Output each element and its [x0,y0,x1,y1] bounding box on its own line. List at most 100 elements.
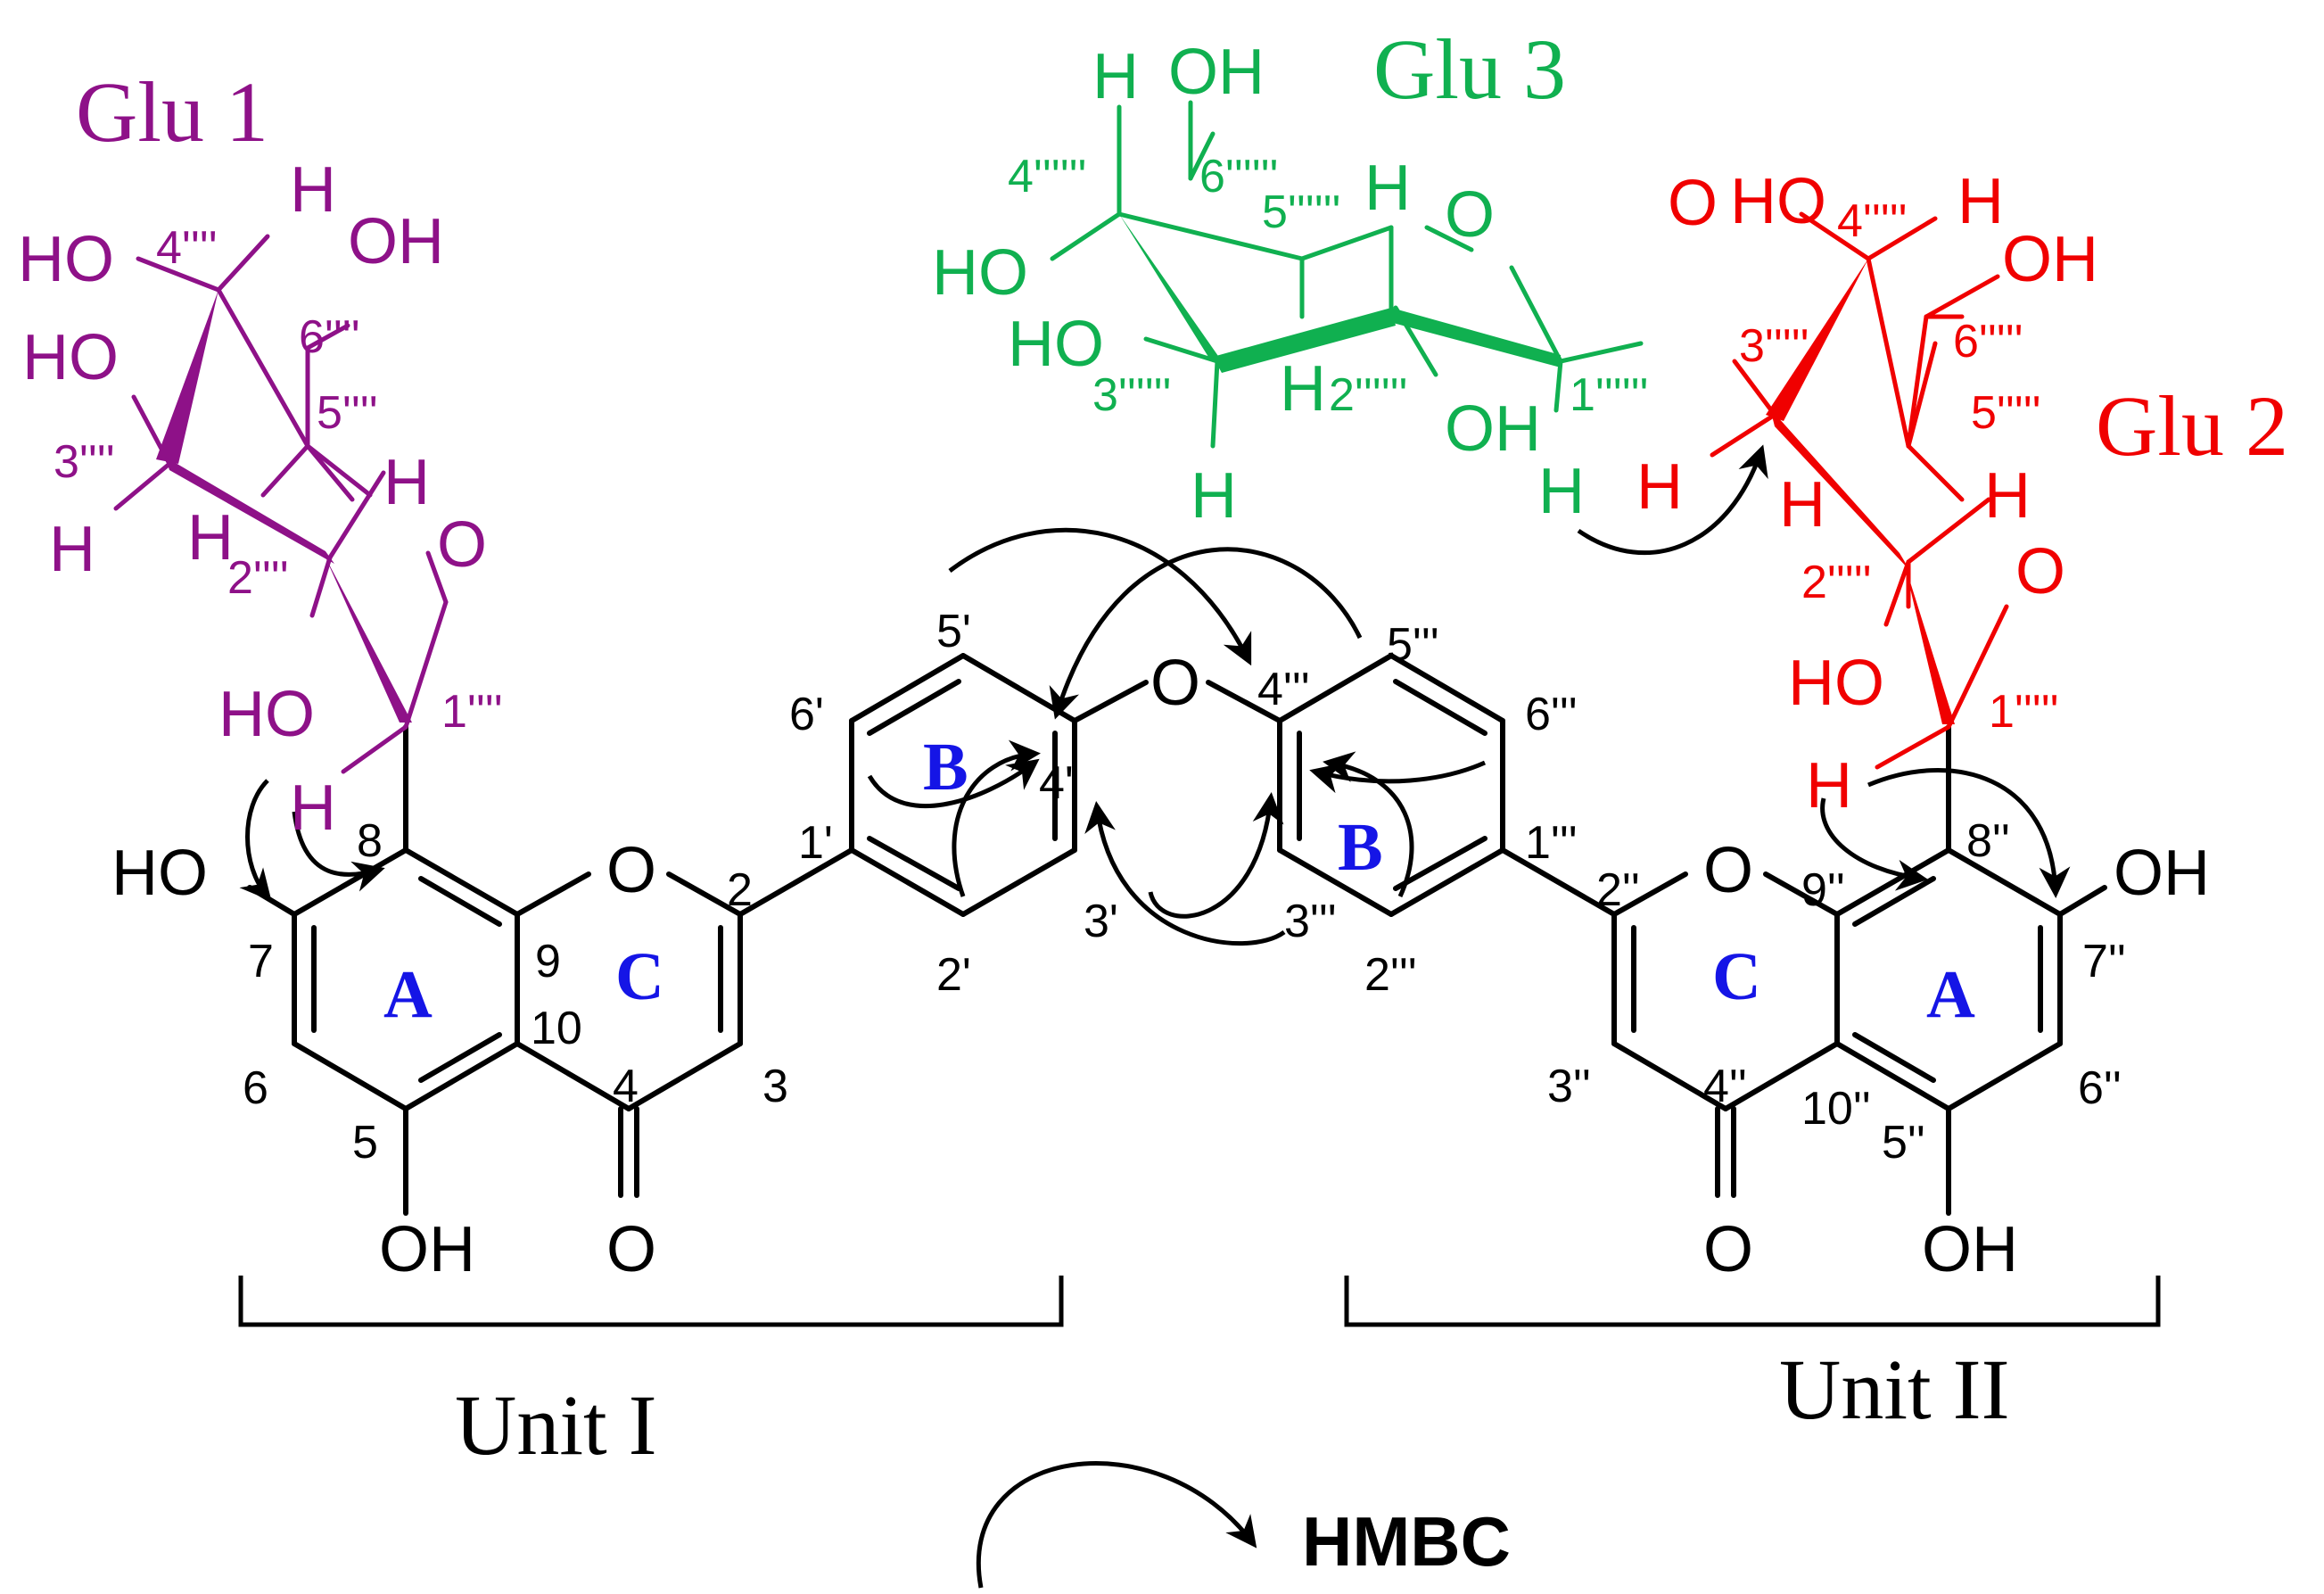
glu2-sugar [1710,211,2009,770]
glu2-c2-h: H [1779,469,1825,541]
hmbc-arrow-h5p-c4ppp [948,527,1252,666]
glu3-c2-oh: OH [1445,393,1541,465]
glu3-c4-num: 4'''''' [1008,151,1087,202]
unit2-c9-num: 9'' [1801,864,1845,916]
unit2-c3p-num: 3''' [1284,896,1337,947]
unit1-c7-ho: HO [111,838,208,909]
unit1-c4-o: O [606,1214,656,1285]
hmbc-arrow-h1glu2-c8pp [1867,768,2071,898]
glu1-c6-oh: OH [348,206,444,277]
glu1-wedge-c4-c3 [156,290,218,464]
glu3-c2-num: 2'''''' [1329,369,1408,421]
glu3-ring-o: O [1445,179,1495,251]
unit2-c5p-num: 5''' [1387,619,1439,671]
hmbc-arrow-h2ppp-c4ppp [1323,751,1414,898]
unit2-c4p-num: 4''' [1257,664,1310,715]
unit1-title: Unit I [455,1377,657,1473]
glu1-labels: Glu 1 HO H OH HO H H H O HO H 4'''' 6'''… [18,64,503,844]
glu1-c4-h: H [290,154,336,226]
unit1-ring-o: O [606,835,656,906]
glu2-c4-h: H [1957,166,2004,237]
unit2-c2p-num: 2''' [1364,949,1417,1001]
hmbc-arrows [239,444,2071,1589]
glu1-c6-num: 6'''' [299,311,360,363]
glu3-c4-h: H [1092,41,1139,112]
unit1-c9-num: 9 [535,936,561,987]
glu1-title: Glu 1 [76,64,268,160]
unit1-c6p-num: 6' [789,689,824,740]
unit1-c5-oh: OH [379,1214,475,1285]
glu1-ring-o: O [437,509,487,581]
unit1-c8-num: 8 [357,815,383,867]
unit1-c3-num: 3 [762,1061,788,1112]
unit1-c10-num: 10 [531,1003,582,1054]
glu3-c6-num: 6'''''' [1199,151,1279,202]
glu1-c3-ho: HO [22,322,119,393]
glu2-title: Glu 2 [2096,378,2288,474]
unit1-c7-num: 7 [248,936,274,987]
unit1-ring-b-label: B [923,730,968,805]
unit2-ring-a-label: A [1926,957,1975,1032]
glu2-c3-h: H [1636,451,1683,523]
glu2-c5-num: 5''''' [1971,387,2041,439]
glu3-c5-h: H [1364,153,1411,224]
glu2-c3-num: 3''''' [1739,320,1809,372]
glu1-c4-ho: HO [18,224,114,295]
glu1-c5-num: 5'''' [317,387,378,439]
glu3-sugar [1050,100,1644,449]
glu3-c3-num: 3'''''' [1092,369,1172,421]
glu1-c2-ho: HO [218,679,315,750]
unit1-c1p-num: 1' [798,817,833,869]
unit1-c2p-num: 2' [936,949,971,1001]
glu2-c6-num: 6''''' [1953,316,2023,368]
hmbc-arrow-h3ppp-c4p [1084,801,1286,946]
unit1-c3p-num: 3' [1084,896,1118,947]
unit1-c5-num: 5 [352,1117,378,1169]
glu1-c2-num: 2'''' [227,552,289,604]
glu2-c4-ho: HO [1730,166,1826,237]
glu3-c3-h: H [1191,460,1237,532]
unit2-c6p-num: 6''' [1525,689,1578,740]
unit1-bracket [238,1276,1064,1327]
hmbc-arrow-h6ppp-c4ppp [1309,760,1487,794]
unit2-c3-num: 3'' [1547,1061,1591,1112]
unit2-c7-oh: OH [2114,838,2210,909]
glu2-c1-h: H [1806,750,1852,822]
unit2-c5-oh: OH [1922,1214,2018,1285]
unit1-skeleton [247,653,1149,1216]
glu1-c1-num: 1'''' [441,686,503,738]
glu1-sugar [113,234,449,774]
unit2-labels: OH OH O O 8'' 7'' 6'' 5'' 9'' 10'' 4'' 3… [1257,619,2210,1437]
unit2-bracket [1344,1276,2161,1327]
glu1-c4-num: 4'''' [156,222,218,274]
glu3-c1-h: H [1538,456,1585,527]
glu2-glycosidic-o: O [1668,168,1718,239]
glu1-wedge-c3-c2 [165,457,334,564]
unit2-c6-num: 6'' [2078,1062,2122,1114]
unit2-c8-num: 8'' [1966,815,2010,867]
glu3-c4-ho: HO [932,237,1028,309]
unit-brackets [238,1276,2161,1327]
unit1-c2-num: 2 [727,864,753,916]
hmbc-arrow-h1glu1-c8 [292,811,385,892]
glu2-wedge-c4-c3 [1766,259,1868,421]
glu1-c2-h: H [187,502,234,574]
glu1-c3-h: H [49,514,95,585]
hmbc-arrow-h1glu3-c3glu2 [1577,444,1768,555]
hmbc-arrow-h5ppp-c4p [1049,547,1363,720]
hmbc-arrow-h3p-c4ppp [1148,792,1284,919]
unit2-ring-b-label: B [1338,810,1383,885]
unit2-c1p-num: 1''' [1525,817,1578,869]
glu2-wedge-c2-c1 [1904,562,1955,724]
glu3-c1-num: 1'''''' [1570,369,1649,421]
unit1-ring-a-label: A [383,957,433,1032]
hmbc-arrow-h6p-c4p [867,758,1040,808]
unit2-ring-o: O [1703,835,1753,906]
unit1-c4p-num: 4' [1039,757,1074,809]
glu3-c2-h: H [1280,353,1326,425]
glu3-wedge-c3-c2 [1213,308,1396,373]
glu1-c5-h: H [383,447,430,518]
glu1-c3-num: 3'''' [54,436,115,488]
glu2-c5-h: H [1984,460,2031,532]
